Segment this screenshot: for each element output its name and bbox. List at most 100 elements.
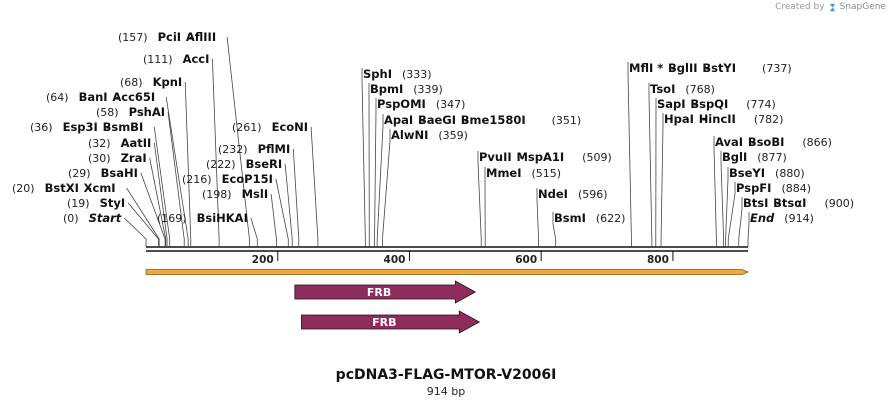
site-btsi[interactable]: (900)BtsI - BtsαI (738, 196, 854, 247)
site-acci[interactable]: (111)AccI (143, 52, 220, 247)
site-connector (382, 129, 391, 247)
site-separator: - (694, 112, 715, 126)
site-name: StyI (100, 196, 126, 210)
site-zrai[interactable]: (30)ZraI (88, 151, 167, 247)
orf-arrow[interactable] (145, 269, 750, 275)
site-hpai[interactable]: (782)HpaI - HincII (660, 112, 783, 247)
site-connector (184, 81, 192, 247)
site-name: BspQI (690, 97, 728, 111)
site-name: BsmI (554, 211, 586, 225)
site-mmei[interactable]: (515)MmeI (484, 166, 562, 247)
site-avai[interactable]: (866)AvaI - BsoBI (713, 135, 832, 247)
site-name: BsmBI (103, 120, 144, 134)
site-position: (19) (67, 197, 90, 210)
site-bseri[interactable]: (222) BseRI (206, 157, 293, 247)
site-pspomi[interactable]: (347)PspOMI (374, 97, 466, 247)
feature-label: FRB (367, 286, 391, 299)
site-name: End (750, 211, 775, 225)
site-connector (725, 167, 729, 247)
site-pflmi[interactable]: (232)PflMI (218, 142, 300, 247)
site-bsihkai[interactable]: (169)BsiHKAI (157, 211, 258, 247)
site-bani[interactable]: (64)BanI - Acc65I (46, 90, 189, 247)
site-separator: - (686, 97, 707, 111)
feature-arrow (294, 280, 477, 304)
site-sapi[interactable]: (774) SapI - BspQI (655, 97, 776, 247)
site-position: (222) (206, 158, 236, 171)
site-end[interactable]: (914)End (747, 211, 814, 247)
site-name: BseRI (246, 157, 283, 171)
site-mfli[interactable]: (737)MflI * - BglII - BstYI (627, 61, 792, 247)
site-apai[interactable]: (351)ApaI - BaeGI - Bme1580I (376, 113, 581, 247)
site-ecop15i[interactable]: (216)EcoP15I (182, 172, 289, 247)
site-connector (552, 212, 557, 247)
site-name: AatII (121, 136, 152, 150)
site-position: (622) (596, 212, 626, 225)
site-name: BtsαI (773, 196, 806, 210)
site-name: SapI (657, 97, 686, 111)
site-msli[interactable]: (198) MslI (202, 187, 277, 247)
site-start[interactable]: (0)Start (63, 211, 147, 247)
site-bpmi[interactable]: (339)BpmI (368, 82, 443, 247)
site-name: XcmI (84, 181, 116, 195)
site-name: BglII (668, 61, 698, 75)
site-separator: - (698, 61, 719, 75)
feature-arrow (301, 310, 481, 334)
site-kpni[interactable]: (68)KpnI (120, 75, 192, 247)
site-connector (536, 188, 539, 247)
site-pvuii[interactable]: (509)PvuII - MspA1I (477, 150, 612, 247)
site-name: PvuII (479, 150, 512, 164)
site-position: (32) (88, 137, 111, 150)
site-bstxi[interactable]: (20)BstXI - XcmI (12, 181, 160, 247)
site-position: (198) (202, 188, 232, 201)
site-aatii[interactable]: (32) AatII (88, 136, 168, 247)
site-bsmi[interactable]: (622) BsmI (552, 211, 626, 247)
site-econi[interactable]: (261)EcoNI (232, 120, 319, 247)
site-name: BstYI (702, 61, 736, 75)
site-sphi[interactable]: (333)SphI (361, 67, 432, 247)
site-pcii[interactable]: (157)PciI - AflIII (118, 30, 250, 247)
site-pshai[interactable]: (58)PshAI (96, 105, 185, 247)
site-position: (29) (68, 167, 91, 180)
site-esp3i[interactable]: (36)Esp3I - BsmBI (30, 120, 171, 247)
site-alwni[interactable]: (359)AlwNI (382, 128, 468, 247)
site-name: PflMI (258, 142, 291, 156)
site-connector (477, 151, 482, 247)
site-styi[interactable]: (19) StyI (67, 196, 159, 247)
site-position: (339) (413, 83, 443, 96)
site-name: BsiHKAI (197, 211, 248, 225)
site-position: (515) (532, 167, 562, 180)
site-name: Esp3I (63, 120, 98, 134)
snapgene-logo-icon (829, 3, 835, 11)
site-bgli[interactable]: (877)BglI (720, 150, 787, 247)
site-separator: - (768, 196, 789, 210)
site-name: MslI (242, 187, 269, 201)
site-pspfi[interactable]: (884)PspFI (727, 181, 811, 247)
site-name: NdeI (538, 187, 568, 201)
site-connector (250, 217, 258, 247)
credit-brand: SnapGene (839, 2, 886, 12)
site-position: (866) (802, 136, 832, 149)
site-name: BstXI (45, 181, 79, 195)
feature-frb[interactable]: FRB (294, 280, 477, 304)
feature-label: FRB (372, 316, 396, 329)
site-connector (153, 142, 168, 247)
site-ndei[interactable]: (596)NdeI (536, 187, 608, 247)
site-position: (774) (746, 98, 776, 111)
site-bsahi[interactable]: (29) BsaHI (68, 166, 166, 247)
ruler-tick-label: 600 (515, 254, 537, 266)
feature-frb[interactable]: FRB (301, 310, 481, 334)
site-bseyi[interactable]: (880)BseYI (725, 166, 805, 247)
site-name: BaeGI (418, 113, 456, 127)
site-tsoi[interactable]: (768)TsoI (648, 82, 715, 247)
site-name: BsaHI (101, 166, 138, 180)
site-position: (768) (685, 83, 715, 96)
credit-prefix: Created by (775, 2, 825, 12)
site-name: PshAI (129, 105, 165, 119)
site-name: BseYI (729, 166, 765, 180)
site-connector (738, 197, 743, 247)
ruler-tick-label: 400 (384, 254, 406, 266)
site-connector (127, 202, 159, 247)
site-connector (720, 151, 725, 247)
site-connector (226, 36, 250, 247)
site-connector (275, 178, 289, 247)
